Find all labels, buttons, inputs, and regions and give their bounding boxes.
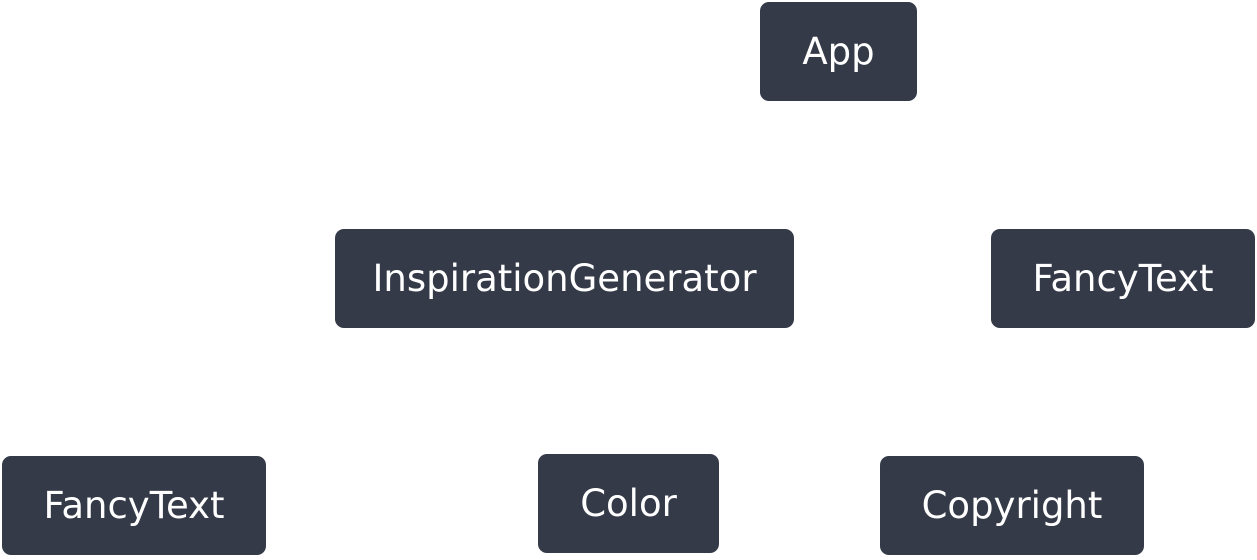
node-color: Color bbox=[538, 454, 719, 553]
node-copyright: Copyright bbox=[880, 456, 1144, 555]
node-fancy-text-left: FancyText bbox=[2, 456, 266, 555]
node-label: FancyText bbox=[43, 484, 225, 527]
node-label: InspirationGenerator bbox=[372, 257, 757, 300]
node-fancy-text-right: FancyText bbox=[991, 229, 1255, 328]
node-label: Color bbox=[580, 482, 677, 525]
node-app: App bbox=[760, 2, 917, 101]
node-label: Copyright bbox=[921, 484, 1103, 527]
node-label: FancyText bbox=[1032, 257, 1214, 300]
node-label: App bbox=[802, 30, 875, 73]
node-inspiration-generator: InspirationGenerator bbox=[335, 229, 794, 328]
